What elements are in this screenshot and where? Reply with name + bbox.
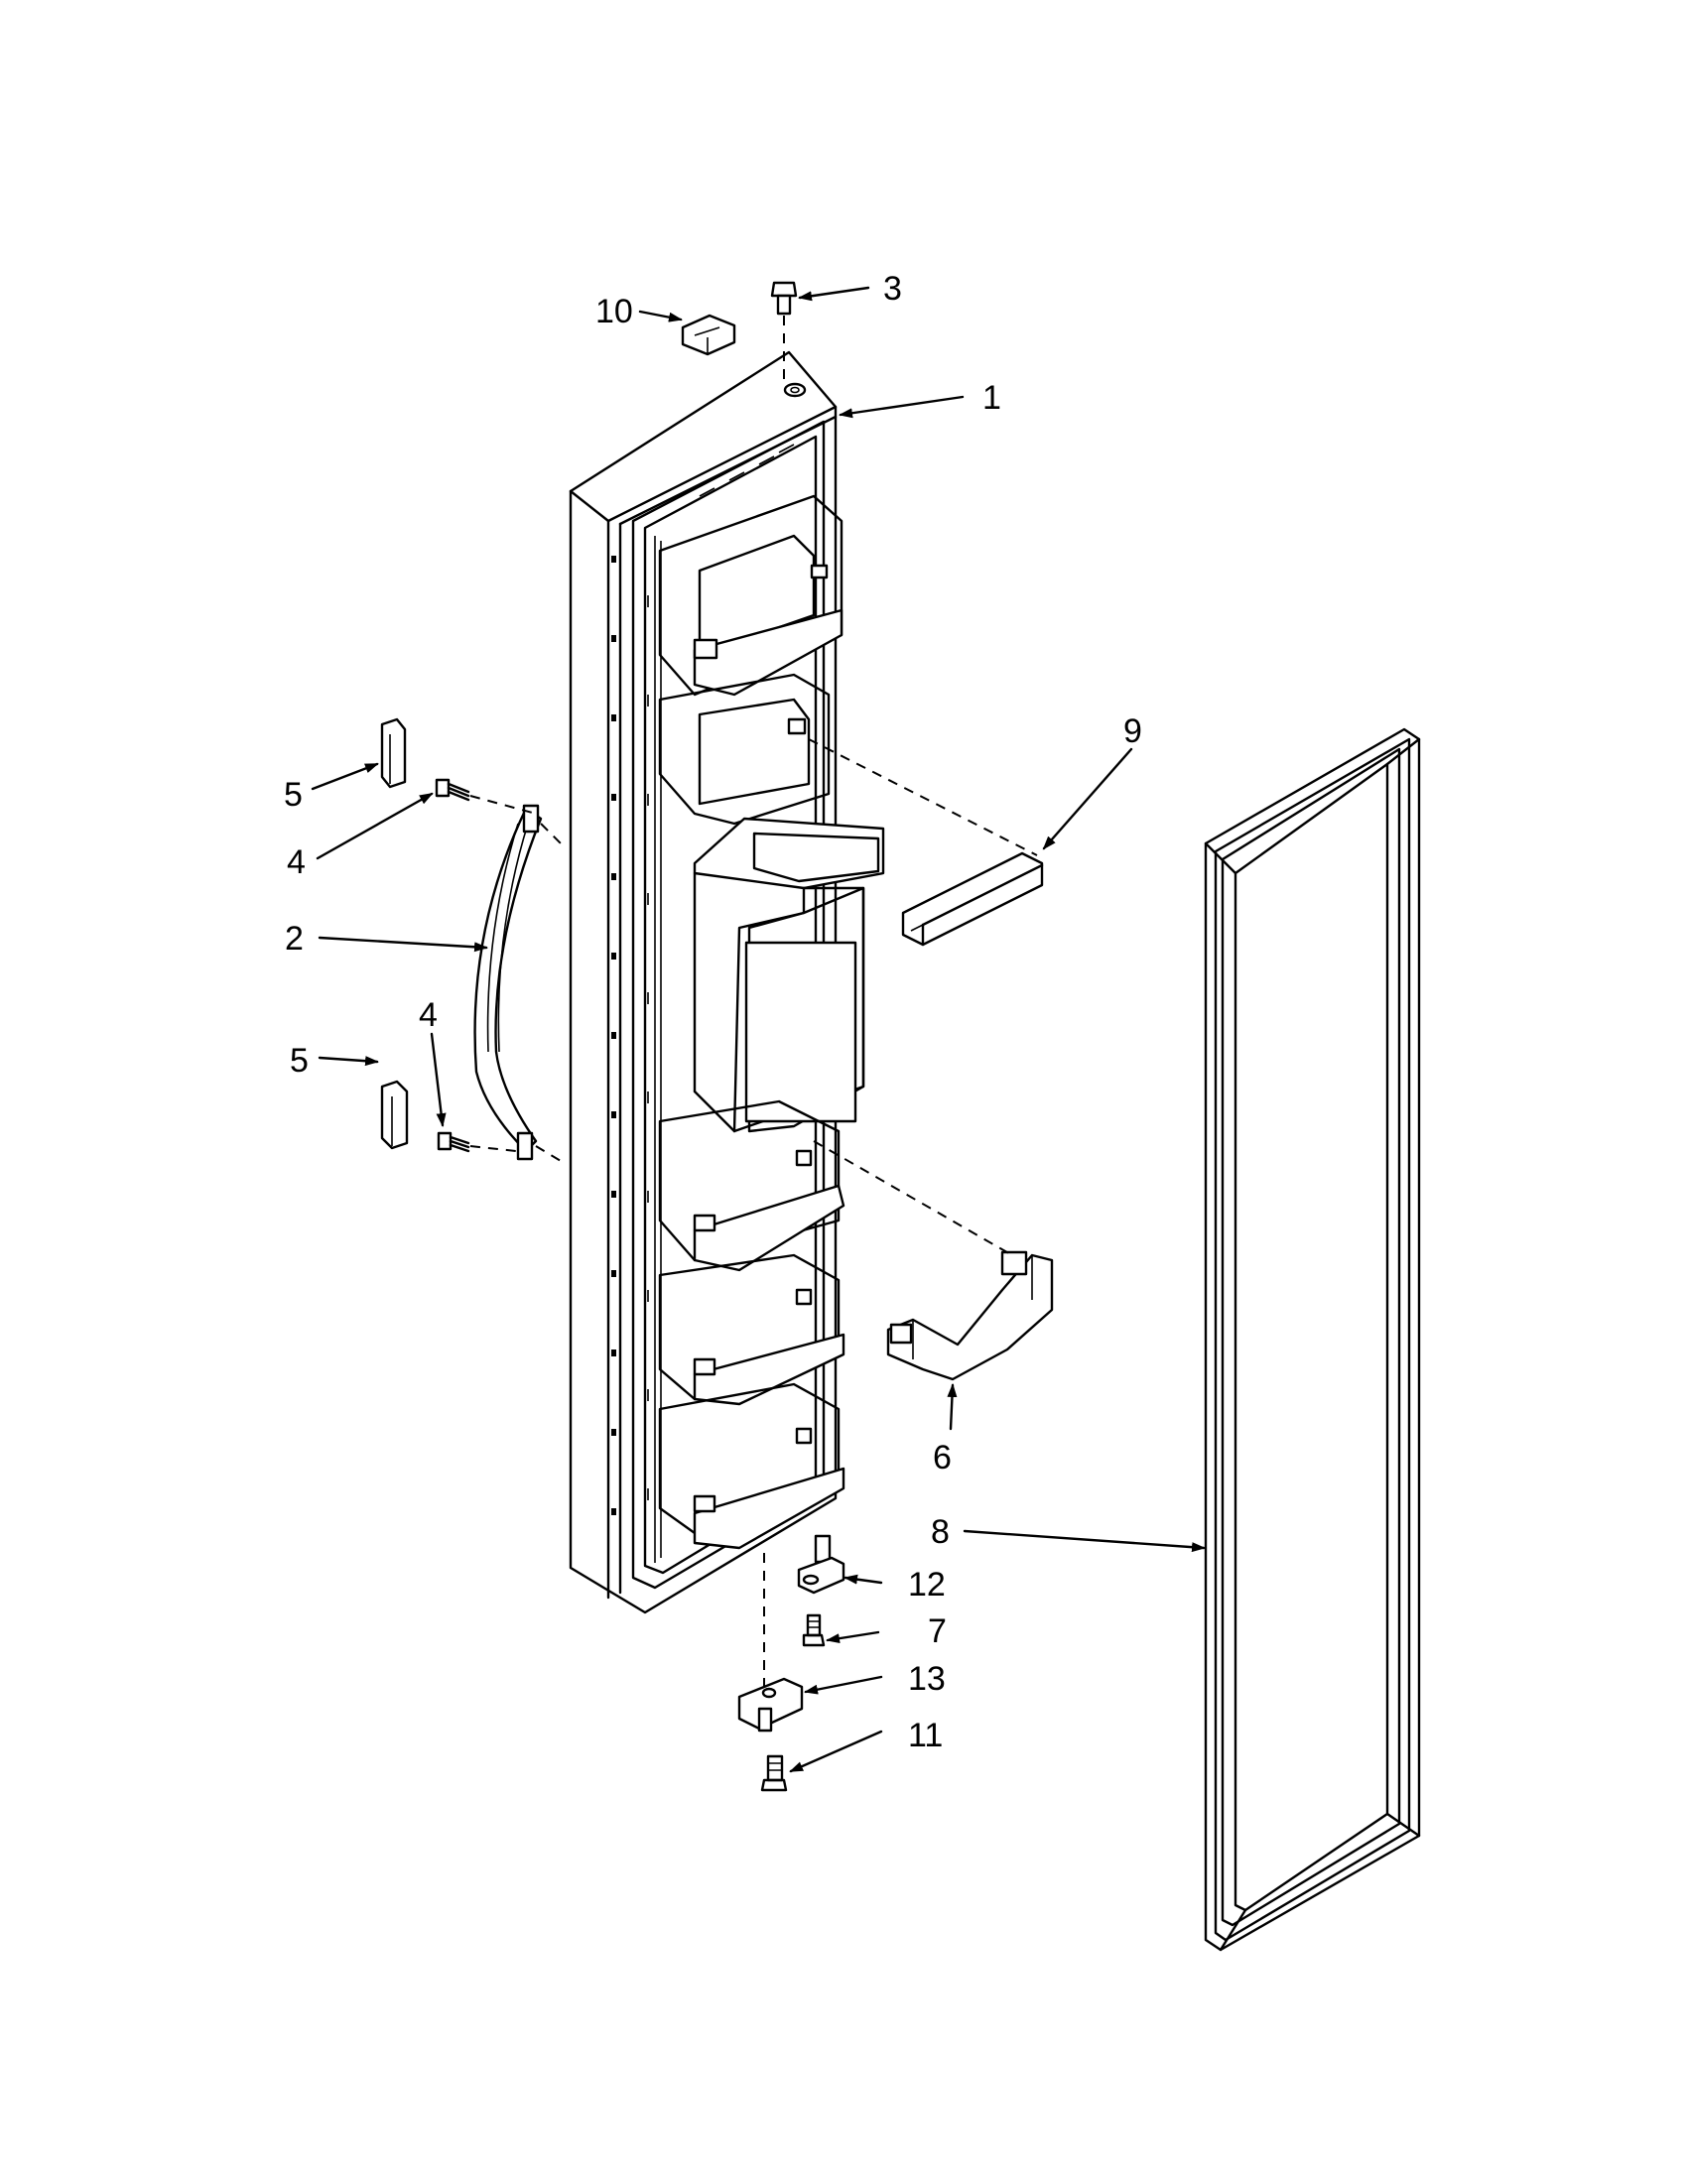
leader-11	[789, 1730, 883, 1773]
leader-5b	[318, 1056, 379, 1067]
door-assembly	[569, 350, 885, 1614]
callout-5a: 5	[284, 776, 303, 814]
callout-12: 12	[908, 1566, 946, 1604]
leader-9	[1042, 747, 1133, 850]
leader-13	[804, 1675, 883, 1695]
leader-4b	[430, 1032, 447, 1127]
leader-3	[798, 286, 870, 302]
rail-guide	[808, 738, 1038, 856]
handle-screw-lower-icon	[437, 1131, 470, 1153]
hinge-screw-icon	[802, 1613, 826, 1647]
callout-9: 9	[1123, 712, 1142, 750]
shelf-rail-icon	[901, 851, 1044, 947]
leader-6	[947, 1383, 958, 1431]
callout-7: 7	[928, 1612, 947, 1650]
leader-lines	[311, 286, 1206, 1773]
callout-labels: 1 2 3 4 4 5 5 6 7 8 9 10 11 12 13	[284, 270, 1142, 1754]
door-gasket-icon	[1204, 727, 1421, 1952]
leader-7	[826, 1630, 880, 1644]
screw-guide-lower	[469, 1145, 517, 1152]
leader-8	[963, 1529, 1206, 1553]
bin-guide	[813, 1140, 1013, 1256]
handle-guide-upper	[540, 823, 562, 844]
top-hinge-bushing-icon	[770, 281, 798, 316]
handle	[473, 804, 543, 1161]
bottom-hinge-screw-icon	[760, 1754, 788, 1792]
callout-10: 10	[595, 293, 633, 330]
callout-13: 13	[908, 1660, 946, 1698]
leader-10	[638, 310, 683, 322]
handle-cap-lower-icon	[380, 1080, 409, 1150]
callout-5b: 5	[290, 1042, 309, 1080]
leader-4a	[316, 792, 434, 860]
bottom-hinge-bracket-icon	[737, 1677, 804, 1733]
callout-4b: 4	[419, 996, 438, 1034]
callout-6: 6	[933, 1439, 952, 1477]
leader-12	[844, 1574, 883, 1585]
callout-4a: 4	[287, 843, 306, 881]
leader-5a	[311, 762, 379, 791]
handle-guide-lower	[535, 1145, 562, 1162]
callout-2: 2	[285, 920, 304, 958]
leader-2	[318, 936, 488, 953]
leader-1	[839, 395, 965, 419]
handle-screw-upper-icon	[435, 778, 470, 802]
hinge-pin-icon	[797, 1534, 845, 1595]
door-edge-holes	[611, 556, 616, 1515]
callout-3: 3	[883, 270, 902, 308]
screw-guide-upper	[469, 795, 537, 815]
handle-cap-upper-icon	[380, 717, 407, 789]
callout-1: 1	[982, 379, 1001, 417]
callout-11: 11	[908, 1717, 943, 1754]
callout-8: 8	[931, 1513, 950, 1551]
top-switch-icon	[681, 314, 736, 356]
door-bin-icon	[886, 1250, 1054, 1381]
